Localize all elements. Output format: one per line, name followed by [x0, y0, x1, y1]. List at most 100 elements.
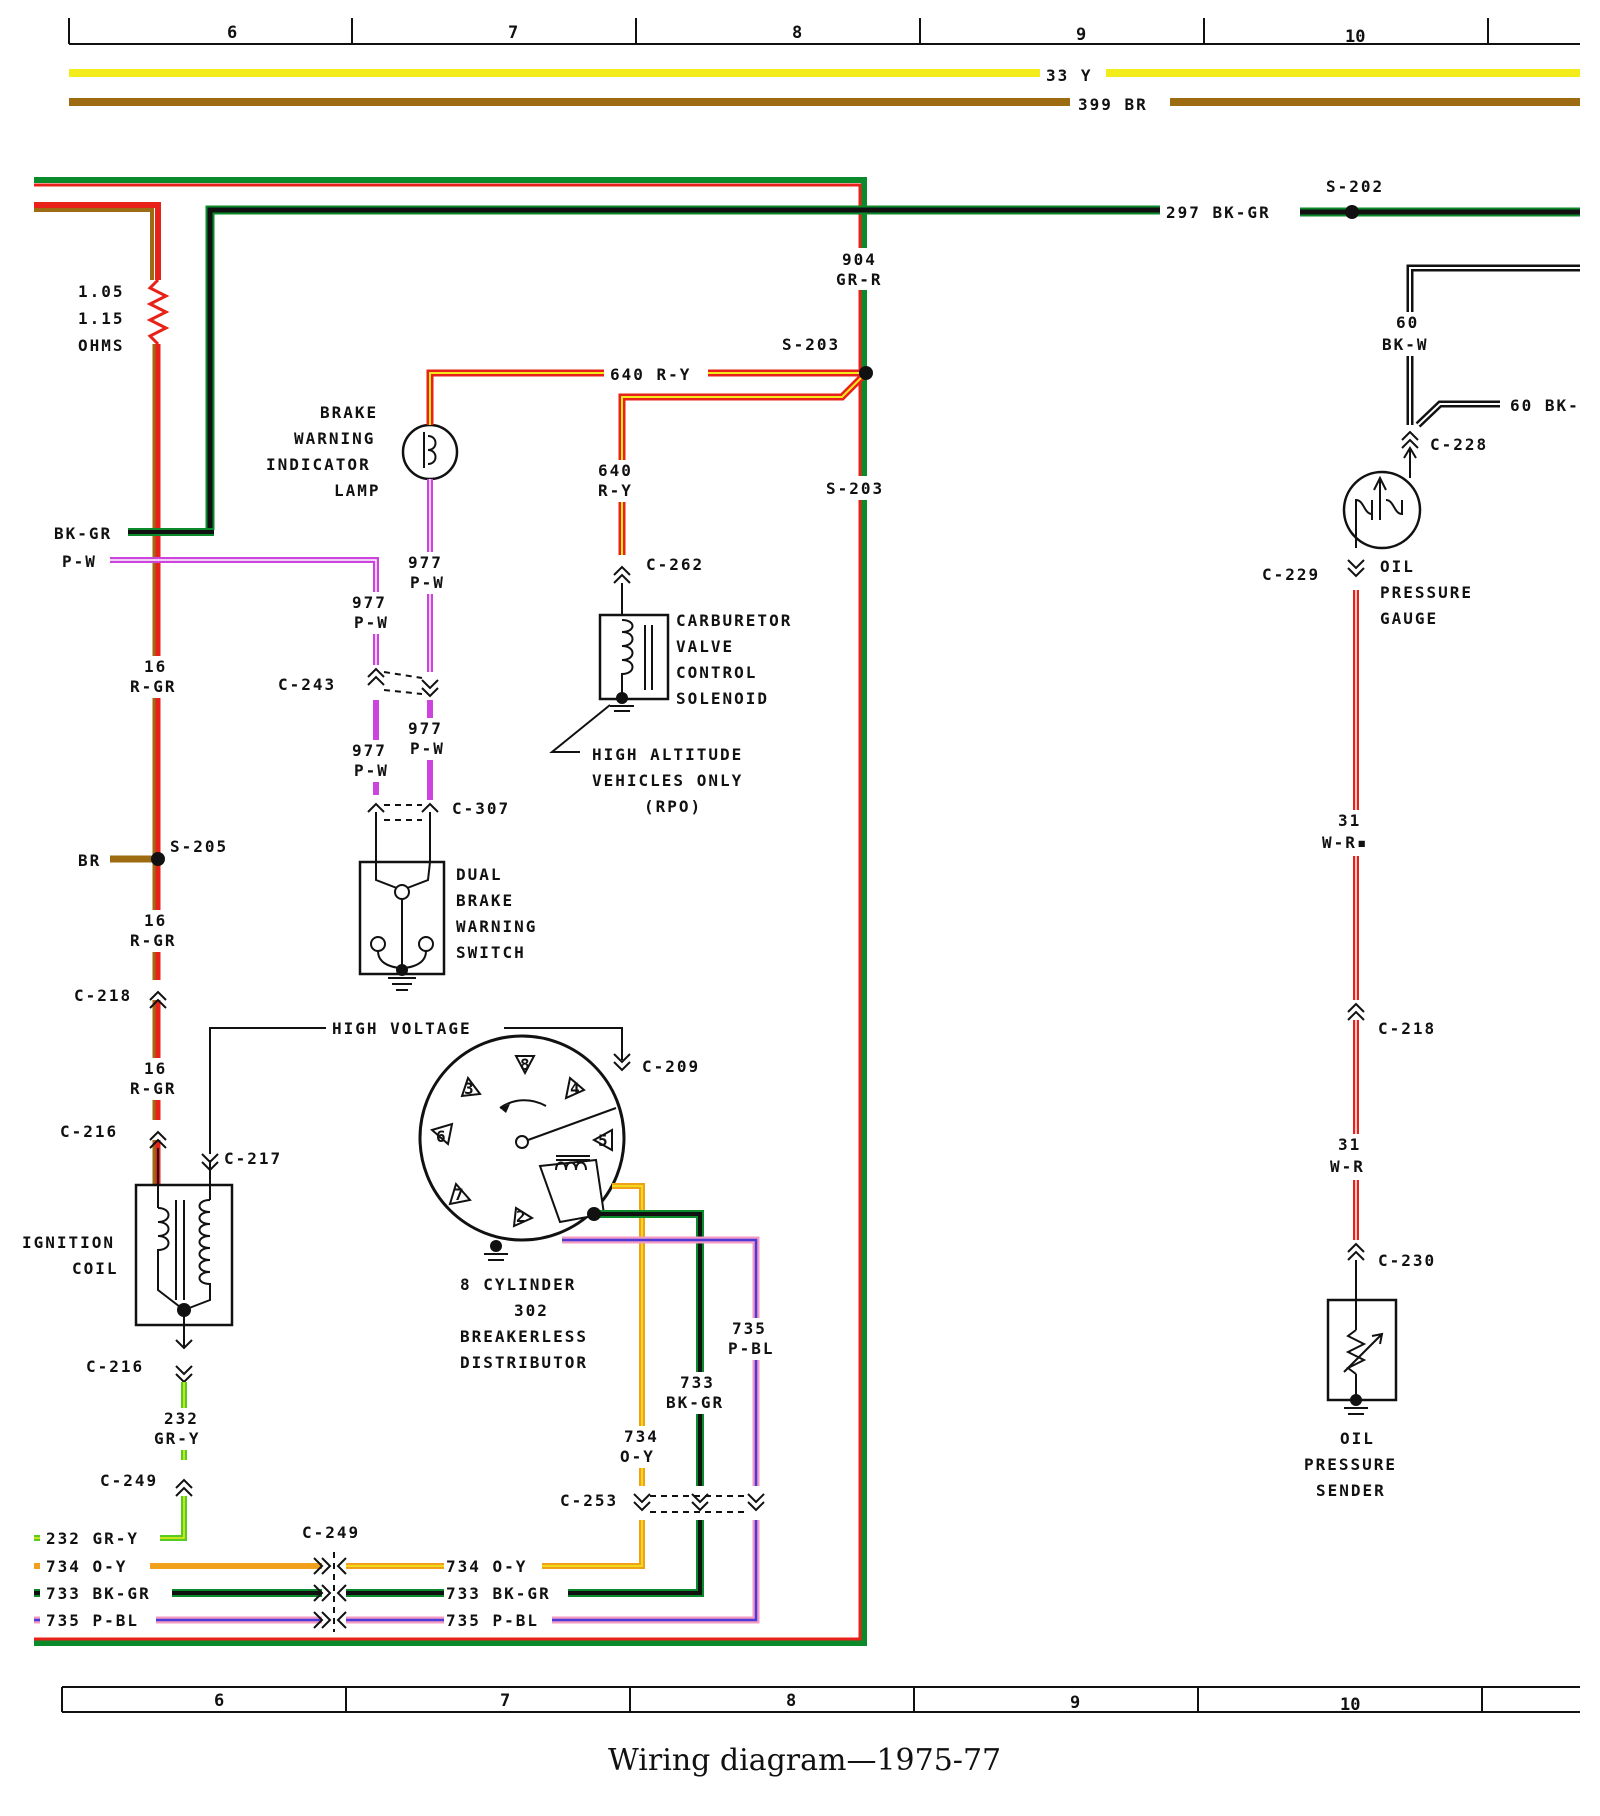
wire-904-color: GR-R [836, 270, 883, 289]
wire-297-label: 297 BK-GR [1166, 203, 1271, 222]
connector-c262-label: C-262 [646, 555, 704, 574]
oil-sender-line-1: OIL [1340, 1429, 1375, 1448]
diagram-caption: Wiring diagram—1975-77 [608, 1743, 1001, 1778]
carb-line-1: CARBURETOR [676, 611, 792, 630]
brake-lamp-line-4: LAMP [334, 481, 381, 500]
wire-232-color: GR-Y [154, 1429, 201, 1448]
distributor-num-c: 3 [464, 1079, 476, 1098]
wire-733-color: BK-GR [666, 1393, 724, 1412]
wire-60-color: BK-W [1382, 335, 1429, 354]
br-wire-label: BR [78, 851, 101, 870]
wire-16b-color: R-GR [130, 931, 177, 950]
oil-gauge-line-1: OIL [1380, 557, 1415, 576]
wire-977a-num: 977 [352, 593, 387, 612]
distributor-num-a: 8 [520, 1055, 532, 1074]
wire-31-w-r: 31 W-R▪ C-218 31 W-R C-230 [1318, 590, 1436, 1300]
oil-sender-line-3: SENDER [1316, 1481, 1386, 1500]
connector-c218-right-label: C-218 [1378, 1019, 1436, 1038]
wire-977b-num: 977 [408, 553, 443, 572]
ruler-bottom-9: 9 [1070, 1693, 1080, 1713]
wire-60-num: 60 [1396, 313, 1419, 332]
connector-c228-label: C-228 [1430, 435, 1488, 454]
oil-pressure-gauge: C-229 OIL PRESSURE GAUGE [1262, 470, 1473, 628]
wire-31b-num: 31 [1338, 1135, 1361, 1154]
high-altitude-line-1: HIGH ALTITUDE [592, 745, 743, 764]
distributor-wires: 735 P-BL 733 BK-GR 734 O-Y [562, 1183, 782, 1494]
wire-733-num: 733 [680, 1373, 715, 1392]
ruler-bottom-7: 7 [500, 1691, 510, 1711]
high-voltage-lead: HIGH VOLTAGE C-209 [209, 1019, 700, 1154]
connector-c216-top: C-216 [60, 1122, 118, 1141]
connector-c243: C-243 [278, 667, 439, 698]
wire-33-y-label: 33 Y [1046, 66, 1093, 85]
splice-s205-label: S-205 [170, 837, 228, 856]
wire-232-gr-y: 232 GR-Y C-249 [34, 1382, 220, 1541]
dual-brake-line-3: WARNING [456, 917, 537, 936]
bottom-left-232: 232 GR-Y [46, 1529, 139, 1548]
wire-31a-color: W-R▪ [1322, 833, 1369, 852]
wire-16c-color: R-GR [130, 1079, 177, 1098]
wire-640-color: R-Y [598, 481, 633, 500]
distributor-num-e: 5 [598, 1131, 610, 1150]
brake-lamp-line-3: INDICATOR [266, 455, 371, 474]
wire-60-right-label: 60 BK- [1510, 396, 1580, 415]
wire-735-color: P-BL [728, 1339, 775, 1358]
wire-977d-num: 977 [408, 719, 443, 738]
distributor-num-g: 2 [516, 1207, 528, 1226]
wire-734-num: 734 [624, 1427, 659, 1446]
bottom-left-734: 734 O-Y [46, 1557, 127, 1576]
wire-16-r-gr: 1.05 1.15 OHMS 16 R-GR BR S-205 16 R-GR … [34, 202, 228, 1185]
oil-pressure-sender: OIL PRESSURE SENDER [1304, 1298, 1398, 1500]
resistor-unit: OHMS [78, 336, 125, 355]
distributor-num-f: 7 [454, 1185, 466, 1204]
connector-c243-label: C-243 [278, 675, 336, 694]
oil-gauge-line-3: GAUGE [1380, 609, 1438, 628]
wire-904-num: 904 [842, 250, 877, 269]
connector-c253: C-253 [560, 1486, 770, 1520]
distributor-num-d: 6 [436, 1127, 448, 1146]
splice-s203-upper-label: S-203 [782, 335, 840, 354]
brake-warning-lamp: BRAKE WARNING INDICATOR LAMP [266, 403, 459, 500]
bk-gr-stub: BK-GR [54, 524, 214, 543]
oil-sender-line-2: PRESSURE [1304, 1455, 1397, 1474]
wire-16a-num: 16 [144, 657, 167, 676]
connector-c216-bottom-label: C-216 [86, 1357, 144, 1376]
oil-gauge-line-2: PRESSURE [1380, 583, 1473, 602]
wire-640-top-label: 640 R-Y [610, 365, 691, 384]
distributor-line-3: BREAKERLESS [460, 1327, 588, 1346]
high-altitude-line-3: (RPO) [644, 797, 702, 816]
dual-brake-line-4: SWITCH [456, 943, 526, 962]
resistor-value-2: 1.15 [78, 309, 125, 328]
wire-977-p-w-left: P-W 977 P-W 977 P-W [62, 552, 400, 795]
dual-brake-line-2: BRAKE [456, 891, 514, 910]
wire-16b-num: 16 [144, 911, 167, 930]
ignition-coil-line-1: IGNITION [22, 1233, 115, 1252]
connector-c209-label: C-209 [642, 1057, 700, 1076]
wire-297: 297 BK-GR S-202 [205, 177, 1580, 530]
connector-c230-label: C-230 [1378, 1251, 1436, 1270]
connector-c307-label: C-307 [452, 799, 510, 818]
ruler-bottom-6: 6 [214, 1691, 224, 1711]
bus-wires: 33 Y 399 BR [69, 66, 1580, 114]
wire-399-br-label: 399 BR [1078, 95, 1148, 114]
splice-s203-lower-label: S-203 [826, 479, 884, 498]
wire-977-p-w-right: 977 P-W 977 P-W [404, 479, 456, 800]
carb-line-4: SOLENOID [676, 689, 769, 708]
splice-s202-label: S-202 [1326, 177, 1384, 196]
high-voltage-label: HIGH VOLTAGE [332, 1019, 472, 1038]
distributor-line-2: 302 [514, 1301, 549, 1320]
dual-brake-line-1: DUAL [456, 865, 503, 884]
brake-lamp-line-1: BRAKE [320, 403, 378, 422]
top-ruler: 6 7 8 9 10 [68, 18, 1580, 47]
bottom-mid-733: 733 BK-GR [446, 1584, 551, 1603]
connector-c217-label: C-217 [224, 1149, 282, 1168]
high-altitude-line-2: VEHICLES ONLY [592, 771, 743, 790]
wire-16c-num: 16 [144, 1059, 167, 1078]
ruler-bottom-8: 8 [786, 1691, 796, 1711]
wire-977d-color: P-W [410, 739, 445, 758]
carb-line-2: VALVE [676, 637, 734, 656]
distributor-line-4: DISTRIBUTOR [460, 1353, 588, 1372]
connector-c307: C-307 [367, 799, 510, 862]
bottom-left-733: 733 BK-GR [46, 1584, 151, 1603]
